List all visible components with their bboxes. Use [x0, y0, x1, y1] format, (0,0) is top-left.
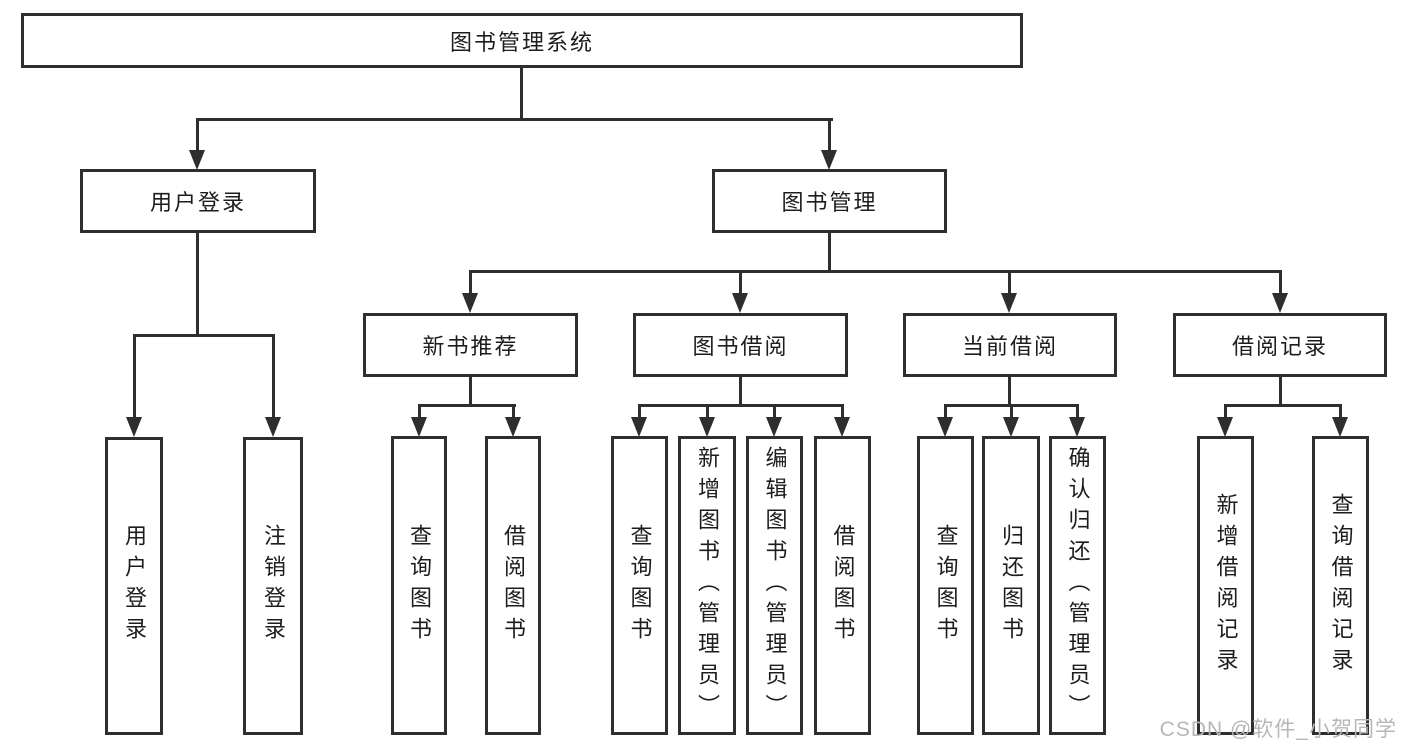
- arrowhead-down: [265, 417, 281, 437]
- arrowhead-down: [937, 417, 953, 437]
- node-label: 图书借阅: [692, 334, 789, 359]
- connector-line: [1076, 404, 1079, 419]
- connector-line: [196, 118, 833, 121]
- node-label: 查询图书: [407, 523, 432, 648]
- node-label: 确认归还（管理员）: [1065, 446, 1091, 725]
- arrowhead-down: [766, 417, 782, 437]
- leaf-user-login: 用户登录: [105, 437, 163, 735]
- connector-line: [133, 334, 275, 337]
- connector-line: [512, 404, 515, 419]
- node-label: 注销登录: [261, 524, 286, 648]
- node-current-borrow: 当前借阅: [903, 313, 1117, 377]
- connector-line: [1010, 404, 1013, 419]
- leaf-br-add-record: 新增借阅记录: [1197, 436, 1254, 735]
- connector-line: [418, 404, 516, 407]
- arrowhead-down: [411, 417, 427, 437]
- arrowhead-down: [505, 417, 521, 437]
- node-label: 用户登录: [149, 190, 246, 215]
- connector-line: [638, 404, 844, 407]
- node-user-login: 用户登录: [80, 169, 316, 233]
- node-label: 借阅记录: [1231, 334, 1328, 359]
- connector-line: [520, 66, 523, 121]
- connector-line: [469, 270, 1282, 273]
- node-label: 借阅图书: [830, 523, 856, 648]
- connector-line: [469, 270, 472, 295]
- node-book-borrow: 图书借阅: [633, 313, 848, 377]
- connector-line: [196, 231, 199, 337]
- connector-line: [133, 334, 136, 419]
- leaf-nbr-query-books: 查询图书: [391, 436, 447, 735]
- node-book-management: 图书管理: [712, 169, 947, 233]
- arrowhead-down: [1069, 417, 1085, 437]
- node-new-book-recommend: 新书推荐: [363, 313, 578, 377]
- node-label: 图书管理: [781, 190, 878, 215]
- connector-line: [841, 404, 844, 419]
- connector-line: [1279, 270, 1282, 295]
- arrowhead-down: [732, 293, 748, 313]
- node-label: 查询图书: [627, 523, 653, 648]
- leaf-bb-query-books: 查询图书: [611, 436, 668, 735]
- arrowhead-down: [1332, 417, 1348, 437]
- connector-line: [1008, 375, 1011, 406]
- arrowhead-down: [1003, 417, 1019, 437]
- arrowhead-down: [1272, 293, 1288, 313]
- node-book-management-system: 图书管理系统: [21, 13, 1023, 68]
- arrowhead-down: [189, 150, 205, 170]
- connector-line: [1279, 375, 1282, 406]
- arrowhead-down: [834, 417, 850, 437]
- csdn-watermark: CSDN @软件_小贺同学: [1159, 718, 1397, 741]
- node-label: 新增借阅记录: [1213, 492, 1239, 679]
- connector-line: [1008, 270, 1011, 295]
- arrowhead-down: [1217, 417, 1233, 437]
- leaf-logout-login: 注销登录: [243, 437, 303, 735]
- connector-line: [638, 404, 641, 419]
- connector-line: [1339, 404, 1342, 419]
- connector-line: [706, 404, 709, 419]
- connector-line: [1224, 404, 1342, 407]
- connector-line: [196, 118, 199, 152]
- arrowhead-down: [631, 417, 647, 437]
- connector-line: [739, 375, 742, 407]
- arrowhead-down: [699, 417, 715, 437]
- connector-line: [773, 404, 776, 419]
- leaf-cb-confirm-return-admin: 确认归还（管理员）: [1049, 436, 1106, 735]
- node-borrow-records: 借阅记录: [1173, 313, 1387, 377]
- connector-line: [469, 375, 472, 407]
- leaf-cb-return-books: 归还图书: [982, 436, 1040, 735]
- leaf-nbr-borrow-books: 借阅图书: [485, 436, 541, 735]
- connector-line: [828, 231, 831, 272]
- connector-line: [739, 270, 742, 295]
- connector-line: [272, 334, 275, 419]
- node-label: 用户登录: [122, 524, 147, 648]
- connector-line: [418, 404, 421, 419]
- arrowhead-down: [462, 293, 478, 313]
- node-label: 新增图书（管理员）: [695, 446, 720, 725]
- node-label: 图书管理系统: [449, 29, 594, 55]
- node-label: 归还图书: [999, 523, 1024, 648]
- arrowhead-down: [126, 417, 142, 437]
- node-label: 查询图书: [933, 523, 959, 648]
- connector-line: [828, 118, 831, 152]
- leaf-bb-borrow-books: 借阅图书: [814, 436, 871, 735]
- connector-line: [1224, 404, 1227, 419]
- node-label: 查询借阅记录: [1328, 492, 1354, 679]
- leaf-cb-query-books: 查询图书: [917, 436, 974, 735]
- node-label: 编辑图书（管理员）: [762, 446, 788, 725]
- node-label: 新书推荐: [422, 334, 519, 359]
- connector-line: [944, 404, 947, 419]
- leaf-bb-edit-books-admin: 编辑图书（管理员）: [746, 436, 803, 735]
- arrowhead-down: [1001, 293, 1017, 313]
- node-label: 当前借阅: [961, 334, 1058, 359]
- leaf-br-query-record: 查询借阅记录: [1312, 436, 1369, 735]
- arrowhead-down: [821, 150, 837, 170]
- leaf-bb-add-books-admin: 新增图书（管理员）: [678, 436, 736, 735]
- node-label: 借阅图书: [501, 523, 526, 648]
